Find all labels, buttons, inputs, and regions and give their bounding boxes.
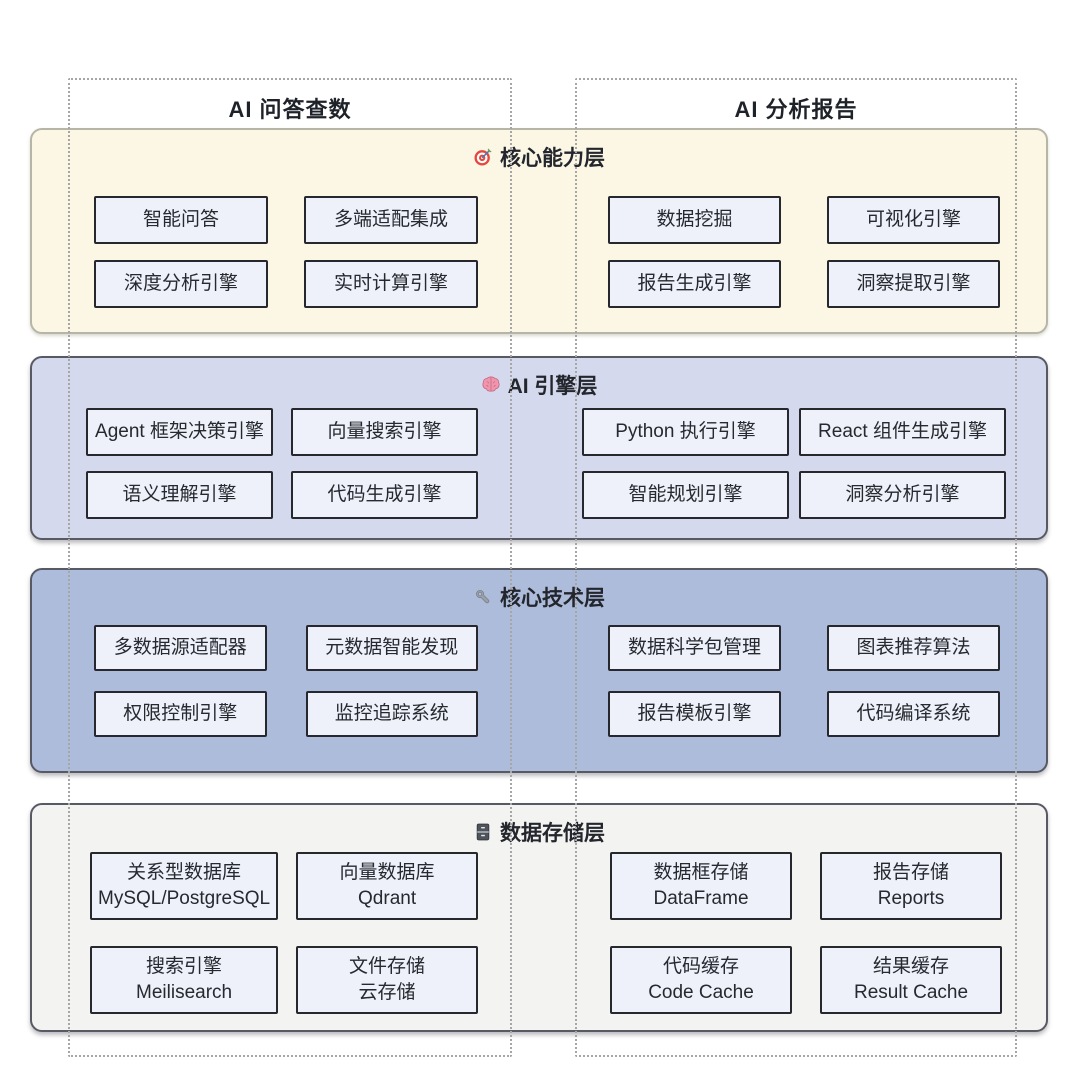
node-sublabel: DataFrame	[653, 888, 749, 909]
node-vector-database: 向量数据库 Qdrant	[296, 852, 478, 920]
node-label: 智能问答	[142, 208, 219, 230]
ai-engine-right-group: Python 执行引擎 React 组件生成引擎 智能规划引擎 洞察分析引擎	[582, 408, 1006, 519]
node-label: 代码生成引擎	[327, 483, 442, 505]
node-label: Agent 框架决策引擎	[95, 420, 264, 442]
node-python-execution-engine: Python 执行引擎	[582, 408, 789, 456]
node-file-storage: 文件存储 云存储	[296, 946, 478, 1014]
node-chart-recommendation-algorithm: 图表推荐算法	[827, 625, 1000, 671]
node-label: Python 执行引擎	[615, 420, 756, 442]
node-code-compilation-system: 代码编译系统	[827, 691, 1000, 737]
node-label: 数据挖掘	[656, 208, 733, 230]
node-label: 代码编译系统	[856, 702, 971, 724]
node-label: 文件存储	[349, 955, 426, 977]
column-ai-report-title: AI 分析报告	[734, 97, 858, 122]
core-technology-right-group: 数据科学包管理 图表推荐算法 报告模板引擎 代码编译系统	[608, 625, 1000, 737]
ai-engine-left-group: Agent 框架决策引擎 向量搜索引擎 语义理解引擎 代码生成引擎	[86, 408, 478, 519]
layer-core-capability-title: 核心能力层	[32, 142, 1046, 172]
node-data-science-package-management: 数据科学包管理	[608, 625, 781, 671]
capability-left-group: 智能问答 多端适配集成 深度分析引擎 实时计算引擎	[94, 196, 478, 308]
node-label: 监控追踪系统	[334, 702, 449, 724]
node-metadata-smart-discovery: 元数据智能发现	[305, 625, 478, 671]
node-sublabel: Qdrant	[358, 888, 417, 909]
node-label: 关系型数据库	[127, 861, 242, 883]
core-technology-left-group: 多数据源适配器 元数据智能发现 权限控制引擎 监控追踪系统	[94, 625, 478, 737]
node-sublabel: Meilisearch	[136, 982, 233, 1003]
layer-ai-engine-title: AI 引擎层	[32, 370, 1046, 400]
layer-core-technology-title: 核心技术层	[32, 582, 1046, 612]
node-label: 洞察分析引擎	[845, 483, 960, 505]
node-insight-analysis-engine: 洞察分析引擎	[799, 471, 1006, 519]
node-vector-search-engine: 向量搜索引擎	[291, 408, 478, 456]
node-label: 洞察提取引擎	[856, 272, 971, 294]
node-label: 数据框存储	[653, 861, 749, 883]
layer-core-capability: 核心能力层 智能问答 多端适配集成 深度分析引擎 实时计算引擎 数据挖掘 可视化…	[30, 128, 1048, 334]
node-result-cache: 结果缓存 Result Cache	[820, 946, 1002, 1014]
node-report-generation-engine: 报告生成引擎	[608, 260, 781, 308]
node-label: React 组件生成引擎	[818, 420, 987, 442]
node-data-mining: 数据挖掘	[608, 196, 781, 244]
node-label: 多端适配集成	[333, 208, 448, 230]
node-monitoring-tracing-system: 监控追踪系统	[305, 691, 478, 737]
node-sublabel: Reports	[877, 888, 945, 909]
node-label: 结果缓存	[872, 955, 949, 977]
node-label: 元数据智能发现	[325, 636, 459, 658]
wrench-icon	[473, 587, 493, 607]
node-sublabel: 云存储	[358, 982, 416, 1003]
node-label: 向量数据库	[339, 861, 435, 883]
brain-icon	[481, 375, 501, 395]
node-label: 向量搜索引擎	[327, 420, 442, 442]
node-permission-control-engine: 权限控制引擎	[94, 691, 267, 737]
node-code-generation-engine: 代码生成引擎	[291, 471, 478, 519]
node-deep-analysis-engine: 深度分析引擎	[94, 260, 268, 308]
node-label: 权限控制引擎	[123, 702, 238, 724]
node-label: 报告生成引擎	[637, 272, 752, 294]
file-cabinet-icon	[473, 822, 493, 842]
node-react-component-generation-engine: React 组件生成引擎	[799, 408, 1006, 456]
node-sublabel: Code Cache	[648, 982, 754, 1003]
data-storage-right-group: 数据框存储 DataFrame 报告存储 Reports 代码缓存 Code C…	[610, 852, 1002, 1014]
node-sublabel: MySQL/PostgreSQL	[98, 888, 271, 909]
node-relational-database: 关系型数据库 MySQL/PostgreSQL	[90, 852, 279, 920]
layer-data-storage: 数据存储层 关系型数据库 MySQL/PostgreSQL 向量数据库 Qdra…	[30, 803, 1048, 1032]
layer-data-storage-title: 数据存储层	[32, 817, 1046, 847]
node-label: 深度分析引擎	[123, 272, 238, 294]
node-realtime-compute-engine: 实时计算引擎	[304, 260, 478, 308]
node-label: 代码缓存	[662, 955, 739, 977]
node-label: 语义理解引擎	[122, 483, 237, 505]
layer-title-text: 核心能力层	[500, 147, 605, 170]
node-label: 数据科学包管理	[627, 636, 761, 658]
node-report-template-engine: 报告模板引擎	[608, 691, 781, 737]
node-sublabel: Result Cache	[853, 982, 969, 1003]
node-intelligent-planning-engine: 智能规划引擎	[582, 471, 789, 519]
layer-title-text: 数据存储层	[500, 822, 605, 845]
node-code-cache: 代码缓存 Code Cache	[610, 946, 792, 1014]
node-label: 可视化引擎	[865, 208, 961, 230]
node-label: 智能规划引擎	[628, 483, 743, 505]
node-label: 实时计算引擎	[333, 272, 448, 294]
node-insight-extraction-engine: 洞察提取引擎	[827, 260, 1000, 308]
node-visualization-engine: 可视化引擎	[827, 196, 1000, 244]
node-intelligent-qa: 智能问答	[94, 196, 268, 244]
node-multi-datasource-adapter: 多数据源适配器	[94, 625, 267, 671]
node-report-storage: 报告存储 Reports	[820, 852, 1002, 920]
node-search-engine-meilisearch: 搜索引擎 Meilisearch	[90, 946, 279, 1014]
node-multi-device-integration: 多端适配集成	[304, 196, 478, 244]
target-icon	[473, 147, 493, 167]
node-semantic-understanding-engine: 语义理解引擎	[86, 471, 273, 519]
layer-title-text: 核心技术层	[500, 587, 605, 610]
node-label: 报告模板引擎	[637, 702, 752, 724]
capability-right-group: 数据挖掘 可视化引擎 报告生成引擎 洞察提取引擎	[608, 196, 1000, 308]
column-ai-qa-title: AI 问答查数	[228, 97, 352, 122]
node-label: 搜索引擎	[146, 955, 223, 977]
layer-title-text: AI 引擎层	[507, 375, 598, 398]
node-agent-framework-decision-engine: Agent 框架决策引擎	[86, 408, 273, 456]
layer-core-technology: 核心技术层 多数据源适配器 元数据智能发现 权限控制引擎 监控追踪系统 数据科学…	[30, 568, 1048, 773]
node-label: 多数据源适配器	[113, 636, 247, 658]
node-dataframe-storage: 数据框存储 DataFrame	[610, 852, 792, 920]
data-storage-left-group: 关系型数据库 MySQL/PostgreSQL 向量数据库 Qdrant 搜索引…	[90, 852, 478, 1014]
node-label: 报告存储	[872, 861, 949, 883]
layer-ai-engine: AI 引擎层 Agent 框架决策引擎 向量搜索引擎 语义理解引擎 代码生成引擎…	[30, 356, 1048, 540]
node-label: 图表推荐算法	[856, 636, 971, 658]
